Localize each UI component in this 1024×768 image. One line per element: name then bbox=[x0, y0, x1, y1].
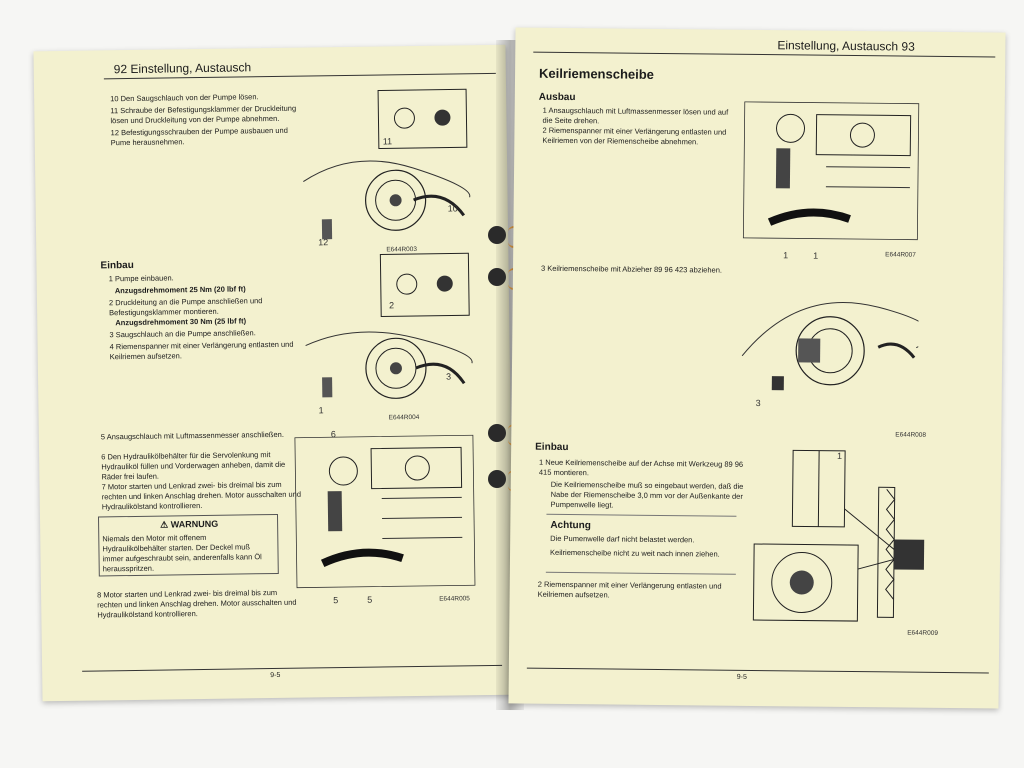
einbau-step-4: 4 Riemenspanner mit einer Verlängerung e… bbox=[109, 339, 294, 362]
figure-engine-bay-right bbox=[742, 101, 920, 241]
callout-11: 11 bbox=[382, 136, 393, 147]
ausbau-heading: Ausbau bbox=[538, 91, 576, 104]
callout-3-right: 3 bbox=[755, 397, 761, 409]
einbau-heading-right: Einbau bbox=[535, 441, 569, 454]
step-11: 11 Schraube der Befestigungsklammer der … bbox=[110, 103, 297, 126]
torque-25: Anzugsdrehmoment 25 Nm (20 lbf ft) bbox=[114, 284, 246, 296]
figure-code-r009: E644R009 bbox=[907, 629, 939, 637]
figure-engine-bay bbox=[294, 434, 476, 589]
einbau-step-2: 2 Druckleitung an die Pumpe anschließen … bbox=[108, 296, 263, 318]
step-6: 6 Den Hydraulikölbehälter für die Servol… bbox=[101, 450, 286, 482]
left-page: 92 Einstellung, Austausch 10 Den Saugsch… bbox=[33, 44, 515, 702]
einbau-right-note: Die Keilriemenscheibe muß so eingebaut w… bbox=[550, 479, 744, 510]
achtung-title: Achtung bbox=[550, 519, 591, 532]
einbau-heading-left: Einbau bbox=[100, 259, 134, 272]
callout-3: 3 bbox=[445, 371, 452, 382]
callout-6: 6 bbox=[330, 429, 336, 440]
left-page-footer: 9-5 bbox=[270, 671, 281, 680]
einbau-step-3: 3 Saugschlauch an die Pumpe anschließen. bbox=[109, 328, 256, 340]
callout-1-right-a: 1 bbox=[783, 250, 789, 261]
ausbau-step-1: 1 Ansaugschlauch mit Luftmassenmesser lö… bbox=[542, 105, 729, 126]
achtung-rule-bottom bbox=[545, 571, 736, 575]
achtung-rule-top bbox=[546, 513, 737, 517]
figure-code-r005: E644R005 bbox=[439, 595, 470, 603]
binder-hole-1 bbox=[488, 226, 506, 244]
einbau-step-1: 1 Pumpe einbauen. bbox=[108, 273, 174, 284]
step-5: 5 Ansaugschlauch mit Luftmassenmesser an… bbox=[100, 429, 284, 442]
right-page-footer: 9-5 bbox=[736, 673, 747, 681]
binder-hole-3 bbox=[488, 424, 506, 442]
left-page-header: 92 Einstellung, Austausch bbox=[113, 60, 252, 77]
ausbau-step-2: 2 Riemenspanner mit einer Verlängerung e… bbox=[542, 125, 727, 147]
warning-text: Niemals den Motor mit offenem Hydraulikö… bbox=[102, 532, 262, 574]
achtung-line-2: Keilriemenscheibe nicht zu weit nach inn… bbox=[550, 547, 720, 559]
ausbau-step-3: 3 Keilriemenscheibe mit Abzieher 89 96 4… bbox=[540, 263, 723, 275]
step-8: 8 Motor starten und Lenkrad zwei- bis dr… bbox=[97, 587, 297, 620]
callout-1-right-b: 1 bbox=[813, 250, 819, 261]
figure-pulley-puller bbox=[741, 301, 919, 391]
right-page-header: Einstellung, Austausch 93 bbox=[777, 38, 915, 54]
figure-pump-removal bbox=[303, 88, 471, 240]
header-rule-right bbox=[533, 51, 996, 58]
callout-10: 10 bbox=[447, 203, 458, 214]
einbau-right-step-2: 2 Riemenspanner mit einer Verlängerung e… bbox=[537, 579, 722, 600]
section-title: Keilriemenscheibe bbox=[538, 65, 655, 82]
achtung-line-1: Die Pumenwelle darf nicht belastet werde… bbox=[550, 533, 695, 545]
footer-rule-right bbox=[526, 667, 989, 674]
callout-5b: 5 bbox=[367, 594, 373, 605]
footer-rule-left bbox=[82, 664, 503, 672]
warning-title-text: WARNUNG bbox=[170, 518, 219, 530]
einbau-right-step-1: 1 Neue Keilriemenscheibe auf der Achse m… bbox=[538, 457, 744, 478]
binder-hole-2 bbox=[488, 268, 506, 286]
callout-1-detail: 1 bbox=[837, 450, 843, 461]
callout-2: 2 bbox=[388, 300, 395, 311]
figure-pump-install bbox=[305, 252, 473, 399]
callout-5a: 5 bbox=[333, 595, 339, 606]
torque-30: Anzugsdrehmoment 30 Nm (25 lbf ft) bbox=[115, 316, 247, 328]
figure-code-r007: E644R007 bbox=[885, 251, 916, 259]
warning-icon: ⚠ bbox=[160, 519, 171, 530]
step-10: 10 Den Saugschlauch von der Pumpe lösen. bbox=[110, 92, 259, 104]
figure-pulley-install bbox=[752, 449, 925, 622]
callout-12: 12 bbox=[318, 237, 329, 248]
right-page: Einstellung, Austausch 93 Keilriemensche… bbox=[508, 27, 1006, 709]
step-12: 12 Befestigungsschrauben der Pumpe ausba… bbox=[110, 125, 288, 148]
step-7: 7 Motor starten und Lenkrad zwei- bis dr… bbox=[101, 479, 302, 512]
figure-code-r004: E644R004 bbox=[388, 413, 420, 422]
figure-code-r008: E644R008 bbox=[895, 431, 927, 439]
binder-hole-4 bbox=[488, 470, 506, 488]
warning-title: ⚠ WARNUNG bbox=[160, 519, 218, 530]
callout-1: 1 bbox=[318, 405, 324, 416]
